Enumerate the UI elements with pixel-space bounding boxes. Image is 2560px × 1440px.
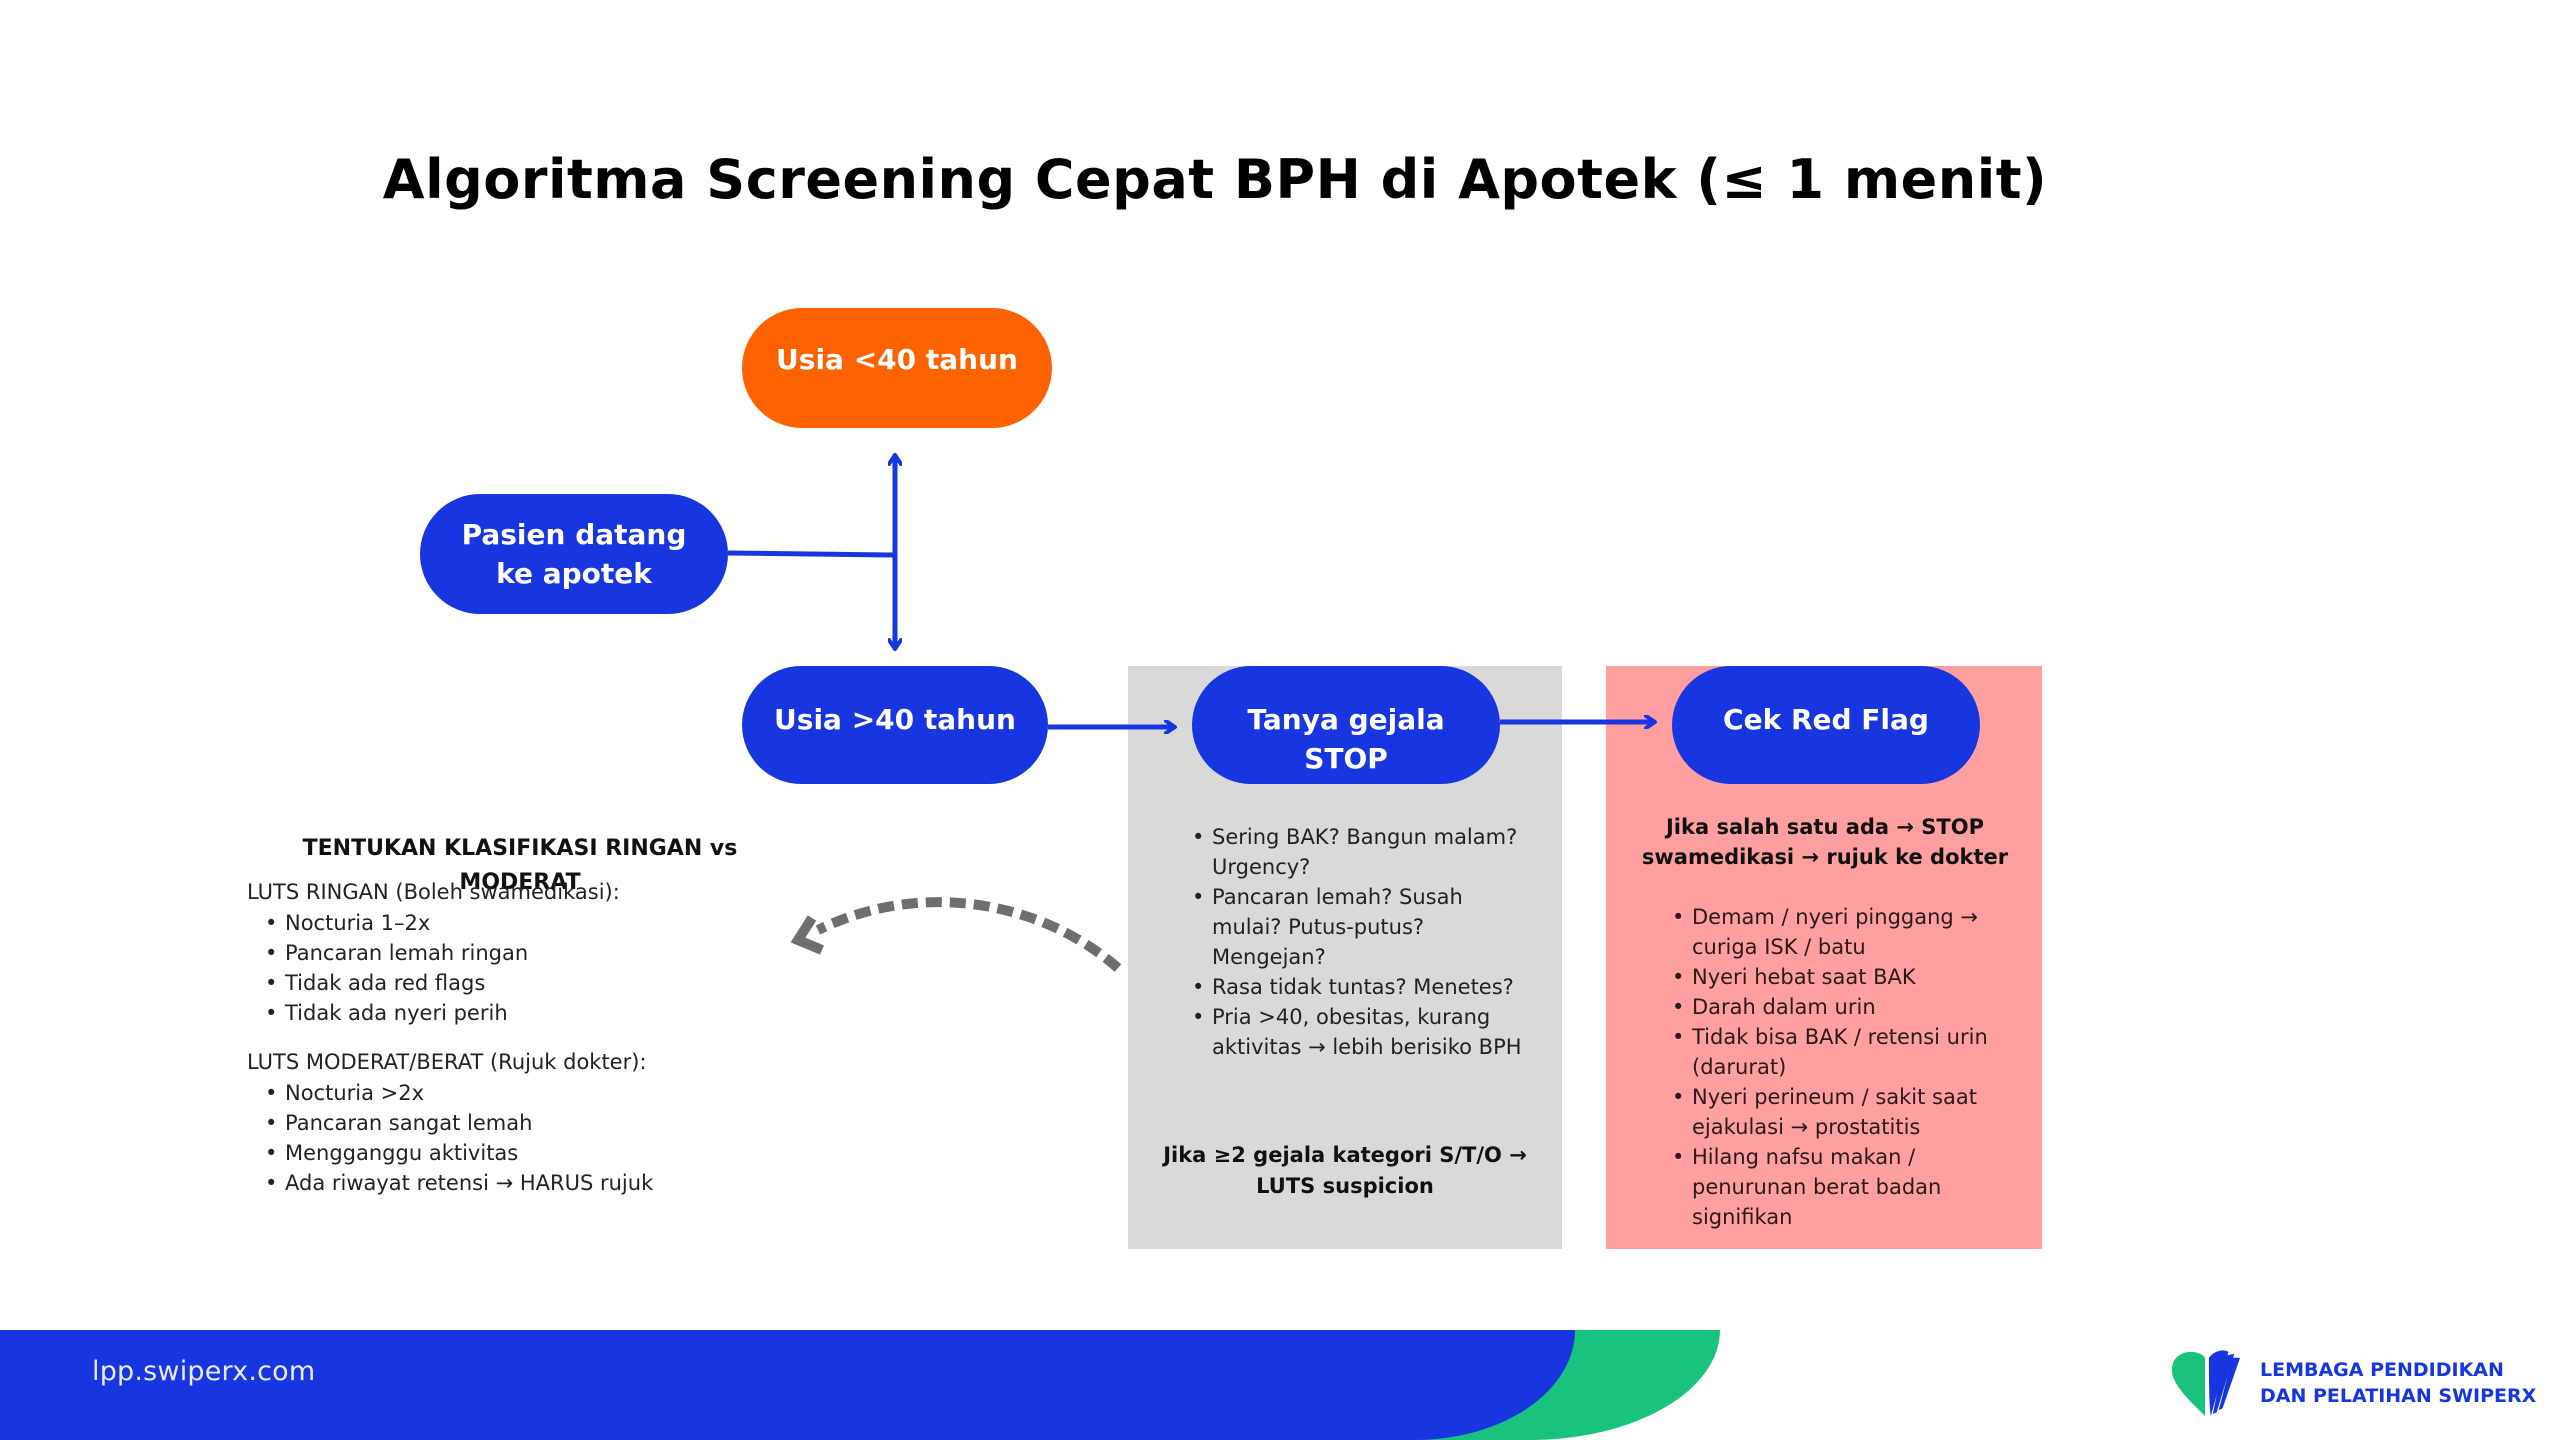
stop-panel-note: Jika ≥2 gejala kategori S/T/O → LUTS sus…	[1163, 1143, 1527, 1198]
list-item: Demam / nyeri pinggang → curiga ISK / ba…	[1672, 902, 2022, 962]
list-item: Pancaran lemah? Susah mulai? Putus-putus…	[1192, 882, 1532, 972]
list-item: Nocturia 1–2x	[265, 908, 765, 938]
luts-light-heading: LUTS RINGAN (Boleh swamedikasi):	[247, 880, 620, 904]
node-label: Usia >40 tahun	[774, 703, 1016, 736]
stop-symptom-list: Sering BAK? Bangun malam? Urgency? Panca…	[1192, 822, 1532, 1062]
list-item: Rasa tidak tuntas? Menetes?	[1192, 972, 1532, 1002]
list-item: Pria >40, obesitas, kurang aktivitas → l…	[1192, 1002, 1532, 1062]
list-item: Nocturia >2x	[265, 1078, 765, 1108]
luts-heavy-heading: LUTS MODERAT/BERAT (Rujuk dokter):	[247, 1050, 647, 1074]
node-pasien-datang: Pasien datang ke apotek	[420, 494, 728, 614]
list-item: Tidak bisa BAK / retensi urin (darurat)	[1672, 1022, 2022, 1082]
node-label: Tanya gejala STOP	[1247, 703, 1445, 776]
node-cek-red-flag: Cek Red Flag	[1672, 666, 1980, 784]
node-label: Cek Red Flag	[1723, 703, 1929, 736]
list-item: Tidak ada nyeri perih	[265, 998, 765, 1028]
footer-blue-band	[0, 1330, 1575, 1440]
node-usia-under-40: Usia <40 tahun	[742, 308, 1052, 428]
luts-light-list: Nocturia 1–2x Pancaran lemah ringan Tida…	[265, 908, 765, 1028]
connector-start-to-branch	[727, 550, 896, 558]
footer-url-link[interactable]: lpp.swiperx.com	[92, 1356, 316, 1387]
list-item: Tidak ada red flags	[265, 968, 765, 998]
list-item: Darah dalam urin	[1672, 992, 2022, 1022]
heart-book-logo-icon	[2171, 1350, 2241, 1417]
node-label: Pasien datang ke apotek	[461, 517, 687, 590]
node-label: Usia <40 tahun	[776, 343, 1018, 376]
luts-heavy-list: Nocturia >2x Pancaran sangat lemah Mengg…	[265, 1078, 765, 1198]
red-flag-note: Jika salah satu ada → STOP swamedikasi →…	[1641, 815, 2009, 869]
logo-line-1: LEMBAGA PENDIDIKAN	[2260, 1359, 2504, 1381]
list-item: Sering BAK? Bangun malam? Urgency?	[1192, 822, 1532, 882]
red-flag-list: Demam / nyeri pinggang → curiga ISK / ba…	[1672, 902, 2022, 1232]
list-item: Hilang nafsu makan / penurunan berat bad…	[1672, 1142, 2022, 1232]
node-usia-over-40: Usia >40 tahun	[742, 666, 1048, 784]
list-item: Pancaran lemah ringan	[265, 938, 765, 968]
list-item: Pancaran sangat lemah	[265, 1108, 765, 1138]
dashed-curved-arrow-to-classification	[790, 897, 1122, 972]
classification-title: TENTUKAN KLASIFIKASI RINGAN vs MODERAT	[302, 836, 738, 895]
list-item: Ada riwayat retensi → HARUS rujuk	[265, 1168, 765, 1198]
logo-line-2: DAN PELATIHAN SWIPERX	[2260, 1385, 2537, 1407]
node-tanya-gejala-stop: Tanya gejala STOP	[1192, 666, 1500, 784]
list-item: Mengganggu aktivitas	[265, 1138, 765, 1168]
list-item: Nyeri hebat saat BAK	[1672, 962, 2022, 992]
page-title: Algoritma Screening Cepat BPH di Apotek …	[382, 148, 2048, 211]
list-item: Nyeri perineum / sakit saat ejakulasi → …	[1672, 1082, 2022, 1142]
swiperx-logo: LEMBAGA PENDIDIKAN DAN PELATIHAN SWIPERX	[2168, 1348, 2536, 1418]
